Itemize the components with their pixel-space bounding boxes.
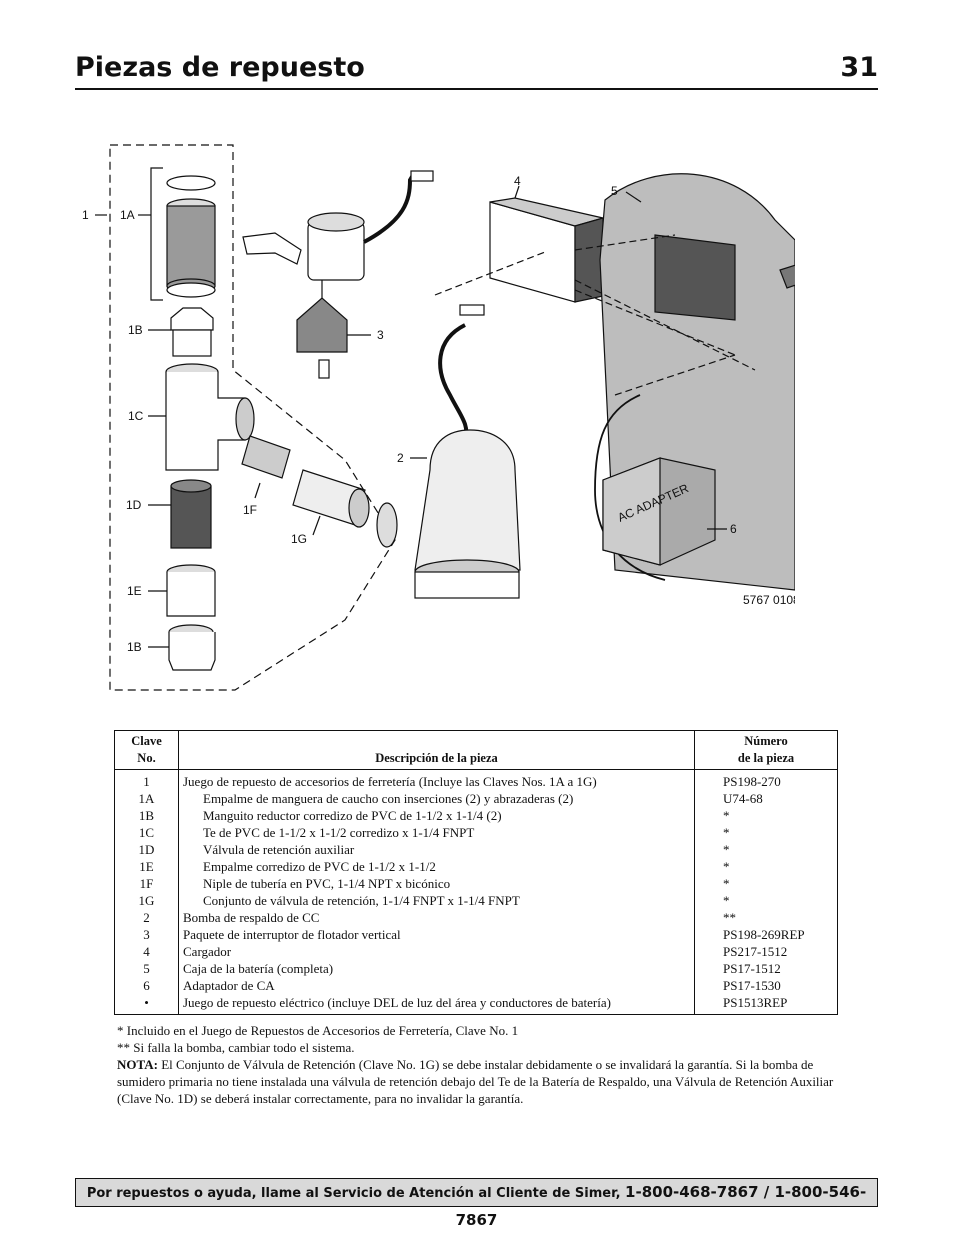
cell-description: Empalme de manguera de caucho con inserc…: [178, 790, 695, 807]
callout-1e: 1E: [127, 584, 142, 598]
cell-part-number: PS198-270: [694, 769, 838, 790]
bracket-1a: [150, 167, 163, 301]
callout-1c: 1C: [128, 409, 144, 423]
callout-2: 2: [397, 451, 404, 465]
callout-1a: 1A: [120, 208, 135, 222]
header-number: Número de la pieza: [694, 730, 838, 770]
cell-key: 6: [114, 977, 179, 994]
cell-key: 1: [114, 769, 179, 790]
cell-key: 4: [114, 943, 179, 960]
callout-1b-bottom: 1B: [127, 640, 142, 654]
cell-part-number: *: [694, 841, 838, 858]
table-row: •Juego de repuesto eléctrico (incluye DE…: [114, 994, 838, 1015]
cell-part-number: PS17-1512: [694, 960, 838, 977]
figure-code: 5767 0108: [743, 593, 795, 607]
cell-description: Bomba de respaldo de CC: [178, 909, 695, 926]
cell-part-number: PS17-1530: [694, 977, 838, 994]
nota-text: El Conjunto de Válvula de Retención (Cla…: [117, 1057, 834, 1106]
cell-description: Empalme corredizo de PVC de 1-1/2 x 1-1/…: [178, 858, 695, 875]
cell-key: 1E: [114, 858, 179, 875]
cell-part-number: **: [694, 909, 838, 926]
cell-part-number: PS1513REP: [694, 994, 838, 1015]
callout-1d: 1D: [126, 498, 142, 512]
parts-table: Clave No. Descripción de la pieza Número…: [114, 730, 838, 1015]
cell-key: 1A: [114, 790, 179, 807]
cell-key: 1F: [114, 875, 179, 892]
footer-phones: 1-800-468-7867 / 1-800-546-7867: [455, 1183, 867, 1229]
cell-key: 1B: [114, 807, 179, 824]
note-warranty: NOTA: El Conjunto de Válvula de Retenció…: [117, 1056, 842, 1107]
page-header: Piezas de repuesto 31: [75, 50, 878, 90]
callout-5: 5: [611, 184, 618, 198]
cell-description: Cargador: [178, 943, 695, 960]
callout-3: 3: [377, 328, 384, 342]
cell-description: Paquete de interruptor de flotador verti…: [178, 926, 695, 943]
cell-key: 2: [114, 909, 179, 926]
nota-label: NOTA:: [117, 1057, 158, 1072]
page-number: 31: [840, 52, 878, 83]
cell-part-number: PS198-269REP: [694, 926, 838, 943]
cell-part-number: PS217-1512: [694, 943, 838, 960]
cell-key: •: [114, 994, 179, 1015]
callout-1b: 1B: [128, 323, 143, 337]
callout-4: 4: [514, 174, 521, 188]
diagram-callouts: 1 1A 1B 1C 1D 1E 1F 1G 1B 2 3 4 5 6 5767…: [82, 174, 795, 654]
cell-description: Juego de repuesto de accesorios de ferre…: [178, 769, 695, 790]
cell-key: 1G: [114, 892, 179, 909]
footer-text: Por repuestos o ayuda, llame al Servicio…: [86, 1186, 626, 1201]
note-double-asterisk: ** Si falla la bomba, cambiar todo el si…: [117, 1040, 355, 1055]
cell-part-number: U74-68: [694, 790, 838, 807]
callout-1: 1: [82, 208, 89, 222]
cell-description: Juego de repuesto eléctrico (incluye DEL…: [178, 994, 695, 1015]
page-title: Piezas de repuesto: [75, 52, 365, 83]
cell-part-number: *: [694, 875, 838, 892]
cell-key: 5: [114, 960, 179, 977]
header-description: Descripción de la pieza: [178, 730, 695, 770]
cell-key: 1D: [114, 841, 179, 858]
cell-part-number: *: [694, 807, 838, 824]
cell-description: Caja de la batería (completa): [178, 960, 695, 977]
cell-description: Conjunto de válvula de retención, 1-1/4 …: [178, 892, 695, 909]
callout-1f: 1F: [243, 503, 257, 517]
callout-1g: 1G: [291, 532, 307, 546]
cell-key: 3: [114, 926, 179, 943]
cell-part-number: *: [694, 892, 838, 909]
notes: * Incluido en el Juego de Repuestos de A…: [117, 1022, 842, 1107]
header-key: Clave No.: [114, 730, 179, 770]
footer-support: Por repuestos o ayuda, llame al Servicio…: [75, 1178, 878, 1229]
cell-description: Niple de tubería en PVC, 1-1/4 NPT x bic…: [178, 875, 695, 892]
cell-part-number: *: [694, 858, 838, 875]
cell-description: Manguito reductor corredizo de PVC de 1-…: [178, 807, 695, 824]
cell-description: Adaptador de CA: [178, 977, 695, 994]
note-asterisk: * Incluido en el Juego de Repuestos de A…: [117, 1023, 519, 1038]
cell-key: 1C: [114, 824, 179, 841]
kit-enclosure: [109, 144, 396, 691]
table-header-row: Clave No. Descripción de la pieza Número…: [114, 730, 838, 770]
callout-6: 6: [730, 522, 737, 536]
cell-description: Válvula de retención auxiliar: [178, 841, 695, 858]
cell-description: Te de PVC de 1-1/2 x 1-1/2 corredizo x 1…: [178, 824, 695, 841]
parts-diagram: AC ADAPTER 1 1A 1B 1C 1D 1E 1F 1G 1B 2 3…: [82, 144, 795, 691]
cell-part-number: *: [694, 824, 838, 841]
